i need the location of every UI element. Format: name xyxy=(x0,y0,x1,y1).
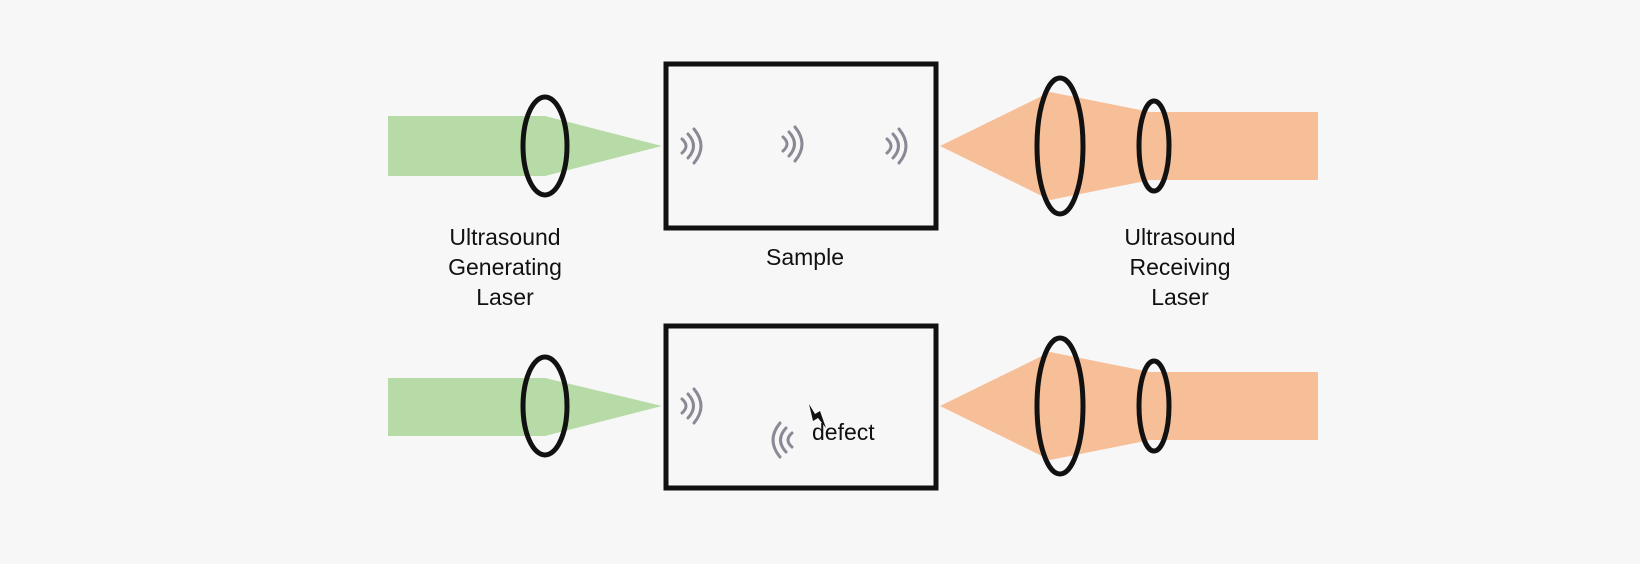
defect-crack-icon xyxy=(809,404,826,428)
receiving-laser-label-line: Laser xyxy=(1151,284,1209,310)
sample-box-top xyxy=(663,61,939,231)
receiving-lens-small-bottom xyxy=(1136,358,1172,454)
sound-wave-icon xyxy=(680,127,703,165)
generating-laser-label: Ultrasound Generating Laser xyxy=(405,222,605,312)
generating-lens-bottom xyxy=(520,354,570,458)
generating-laser-label-line: Laser xyxy=(476,284,534,310)
sound-wave-icon xyxy=(771,421,794,459)
receiving-laser-label-line: Ultrasound xyxy=(1124,224,1236,250)
generating-laser-label-line: Generating xyxy=(448,254,562,280)
bottom-row xyxy=(388,323,1318,491)
receiving-laser-label: Ultrasound Receiving Laser xyxy=(1080,222,1280,312)
sample-label: Sample xyxy=(766,244,844,270)
sound-wave-icon xyxy=(781,125,804,163)
receiving-lens-large-top xyxy=(1034,75,1086,217)
sound-wave-icon xyxy=(885,127,908,165)
defect-label: defect xyxy=(812,419,875,445)
receiving-beam-bottom xyxy=(940,352,1318,460)
receiving-lens-small-top xyxy=(1136,98,1172,194)
receiving-laser-label-line: Receiving xyxy=(1129,254,1231,280)
receiving-beam-top xyxy=(940,92,1318,200)
sample-box-bottom xyxy=(663,323,939,491)
generating-lens-top xyxy=(520,94,570,198)
top-row xyxy=(388,61,1318,231)
receiving-lens-large-bottom xyxy=(1034,335,1086,477)
generating-laser-label-line: Ultrasound xyxy=(449,224,561,250)
sound-wave-icon xyxy=(680,387,703,425)
